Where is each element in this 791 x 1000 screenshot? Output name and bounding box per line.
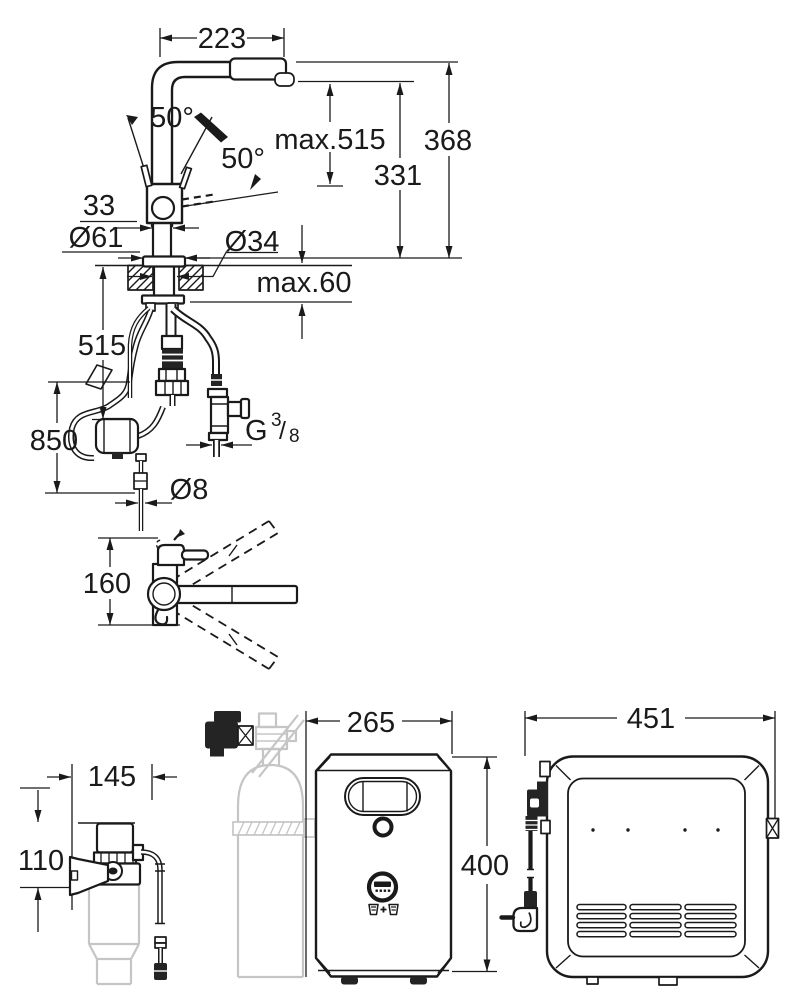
lever-swing-indication bbox=[126, 112, 279, 208]
arrowhead-left bbox=[126, 115, 138, 125]
pressure-regulator bbox=[205, 711, 254, 757]
hose-barrel-to-stack bbox=[137, 406, 165, 438]
hose-thin-upper bbox=[129, 307, 150, 398]
hose-break-symbol bbox=[85, 364, 113, 390]
dim-filter-head-height: 110 bbox=[18, 845, 64, 877]
lever-side bbox=[180, 549, 210, 561]
swivel-joint-inner bbox=[152, 582, 176, 606]
dim-thread-size: G 3 / 8 bbox=[245, 410, 300, 447]
handle-recess bbox=[344, 777, 421, 816]
power-cord-plug bbox=[499, 831, 539, 933]
dim-spout-tip-height: 331 bbox=[374, 160, 422, 192]
thin-hose-lower bbox=[133, 453, 148, 531]
power-button bbox=[372, 816, 394, 838]
valve-side-outlet bbox=[226, 400, 243, 418]
dimensions-faucet: 223 max.515 331 368 50° 50° 33 Ø61 Ø34 m… bbox=[30, 23, 472, 507]
dim-total-height: 368 bbox=[424, 125, 472, 157]
cooler-side-view: 451 bbox=[499, 703, 780, 986]
lever-axis-line bbox=[185, 191, 279, 207]
ext-lines-223 bbox=[159, 28, 285, 57]
hose-loop bbox=[69, 308, 153, 460]
filter-view: 145 110 bbox=[18, 761, 177, 986]
shank-connector-stack bbox=[154, 304, 190, 406]
escutcheon bbox=[141, 255, 187, 268]
ref-lines-110 bbox=[20, 787, 73, 889]
faucet-side-view: 160 bbox=[83, 520, 299, 670]
dim-filter-width: 145 bbox=[88, 761, 136, 793]
wall-bracket bbox=[68, 855, 110, 897]
inlet-fitting bbox=[525, 760, 551, 835]
barrel-tab bbox=[112, 452, 123, 459]
dim-spout-reach: 223 bbox=[198, 23, 246, 55]
faucet-shank-lower bbox=[152, 264, 176, 298]
co2-bottle-grey bbox=[232, 712, 316, 979]
cooler-side-body bbox=[545, 755, 770, 979]
ventilation-grille bbox=[576, 903, 737, 938]
faucet-body-knob bbox=[150, 195, 176, 221]
dim-lever-angle-right: 50° bbox=[221, 143, 265, 175]
foot-right bbox=[410, 976, 427, 985]
bottom-tab-right bbox=[658, 976, 678, 986]
water-connector-right bbox=[765, 817, 780, 839]
arrowhead-leader bbox=[250, 174, 261, 190]
mounting-flange bbox=[140, 294, 186, 305]
lever-dashed-position bbox=[181, 193, 215, 208]
power-plug bbox=[512, 906, 539, 933]
bottom-tab-left bbox=[586, 976, 599, 985]
dim-swivel-clearance: 160 bbox=[83, 568, 131, 600]
dim-body-width: 33 bbox=[83, 190, 115, 222]
filter-outlet-hose bbox=[140, 850, 162, 924]
ext-lines-265 bbox=[305, 711, 453, 977]
dim-hose-len-short: 515 bbox=[78, 330, 126, 362]
body-head-side bbox=[156, 543, 186, 567]
filter-head bbox=[68, 822, 165, 925]
swivel-arms-dashed bbox=[171, 520, 279, 670]
filter-hose-piece bbox=[154, 936, 167, 980]
countertop-section bbox=[127, 264, 204, 291]
pullout-spray-head bbox=[228, 57, 288, 81]
dim-cooler-height: 400 bbox=[461, 850, 509, 882]
foot-left bbox=[341, 976, 358, 985]
dim-hose-dia: Ø8 bbox=[170, 474, 209, 506]
lever-solid bbox=[194, 112, 228, 143]
lever-outline-right bbox=[178, 166, 193, 190]
dim-max-spout-height: max.515 bbox=[274, 124, 385, 156]
dim-base-dia: Ø61 bbox=[69, 222, 124, 254]
lever-outline-left bbox=[140, 164, 153, 188]
spout-outer-edge bbox=[150, 60, 234, 228]
under-sink-assembly bbox=[68, 304, 251, 531]
dim-hose-len-long: 850 bbox=[30, 425, 78, 457]
dim-hole-dia: Ø34 bbox=[225, 226, 280, 258]
check-valve-barrel bbox=[94, 417, 140, 455]
glasses-icon bbox=[368, 903, 399, 916]
hose-hook-side bbox=[154, 608, 169, 626]
spout-inner-edge bbox=[170, 75, 234, 228]
front-panel-recess bbox=[567, 777, 746, 958]
spray-nozzle bbox=[274, 72, 295, 87]
dim-counter-thickness: max.60 bbox=[256, 267, 351, 299]
dim-cooler-depth: 451 bbox=[627, 703, 675, 735]
faucet-shank-upper bbox=[151, 221, 173, 259]
dim-cooler-width: 265 bbox=[347, 707, 395, 739]
angle-valve bbox=[206, 387, 251, 457]
dim-lever-angle-left: 50° bbox=[150, 102, 194, 134]
cooler-front-view: 265 400 bbox=[205, 707, 509, 985]
hose-to-valve bbox=[171, 307, 218, 375]
filter-cartridge-grey bbox=[87, 868, 141, 986]
